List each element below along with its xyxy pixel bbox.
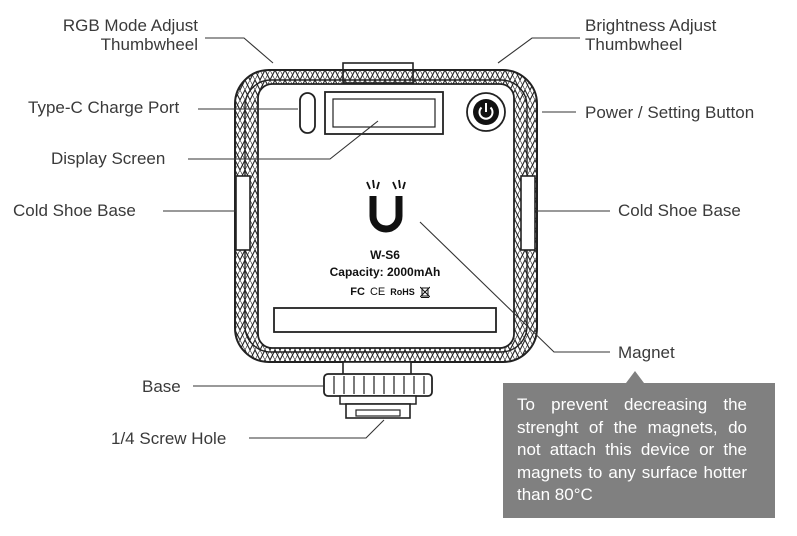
fc-mark: FC (350, 286, 365, 298)
label-rgb-thumbwheel-line1: RGB Mode Adjust (62, 16, 198, 35)
bottom-slot (273, 307, 497, 333)
cold-shoe-base-left (235, 175, 251, 251)
label-display-screen: Display Screen (51, 149, 166, 168)
label-base: Base (142, 377, 181, 396)
base-knob (323, 373, 433, 397)
label-rgb-thumbwheel-line2: Thumbwheel (100, 35, 198, 54)
device-face (257, 83, 515, 349)
label-brightness-thumbwheel: Brightness Adjust Thumbwheel (585, 16, 716, 54)
label-brightness-thumbwheel-line1: Brightness Adjust (585, 16, 717, 35)
label-rgb-thumbwheel: RGB Mode Adjust Thumbwheel (20, 16, 198, 54)
label-cold-shoe-left: Cold Shoe Base (13, 201, 136, 220)
magnet-icon (366, 179, 406, 233)
label-type-c-port: Type-C Charge Port (28, 98, 180, 117)
device-model: W-S6 (370, 248, 400, 262)
label-brightness-thumbwheel-line2: Thumbwheel (585, 35, 683, 54)
ce-mark: CE (369, 286, 386, 298)
type-c-port (299, 92, 316, 134)
label-power-button: Power / Setting Button (585, 103, 755, 122)
note-pointer (626, 371, 644, 383)
rohs-mark: RoHS (390, 287, 415, 297)
weee-bin-icon (419, 286, 430, 298)
label-magnet: Magnet (618, 343, 675, 362)
device-capacity: Capacity: 2000mAh (329, 265, 441, 279)
label-screw-hole: 1/4 Screw Hole (111, 429, 227, 448)
magnet-warning-note: To prevent decreasing the strenght of th… (503, 383, 775, 518)
label-cold-shoe-right: Cold Shoe Base (618, 201, 741, 220)
cold-shoe-base-right (520, 175, 536, 251)
certification-marks: FC CE RoHS (340, 285, 440, 299)
